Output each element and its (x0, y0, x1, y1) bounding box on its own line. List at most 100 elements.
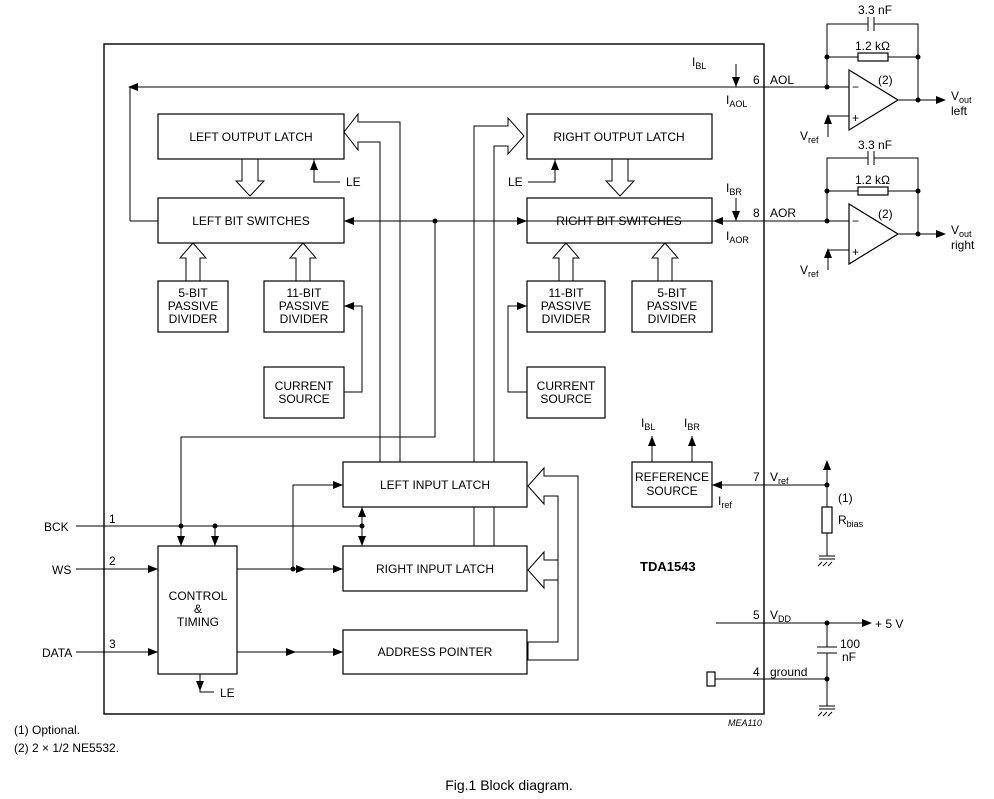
svg-text:PASSIVE: PASSIVE (168, 299, 218, 313)
vout-left-label: Vout (951, 89, 972, 105)
ref-ibl-label: IBL (641, 416, 655, 432)
svg-text:(2): (2) (878, 73, 893, 87)
svg-text:5-BIT: 5-BIT (178, 286, 208, 300)
drawing-code: MEA110 (728, 718, 762, 728)
svg-text:+: + (852, 245, 859, 259)
pin-aor-name: AOR (770, 206, 796, 220)
fat-arrow-left-11bit (288, 242, 318, 282)
svg-text:PASSIVE: PASSIVE (279, 299, 329, 313)
vout-right-label: Vout (951, 223, 972, 239)
pin-ws-number: 2 (109, 554, 116, 568)
pin-data-name: DATA (42, 646, 72, 660)
reference-source: REFERENCE SOURCE (631, 461, 713, 508)
fat-arrow-left-5bit (178, 242, 208, 282)
arrow-aor (713, 217, 723, 225)
iref-label: Iref (718, 494, 732, 510)
cap-100-label-a: 100 (840, 637, 860, 651)
pin-data-number: 3 (109, 637, 116, 651)
fat-arrow-right-latch-switch (604, 158, 636, 197)
svg-text:−: − (852, 214, 859, 228)
chip-name: TDA1543 (640, 559, 696, 574)
wire-le-left (313, 159, 340, 183)
rbias-note: (1) (838, 491, 853, 505)
svg-text:CONTROL: CONTROL (169, 589, 228, 603)
right-input-latch: RIGHT INPUT LATCH (342, 545, 528, 592)
cap-100-label-b: nF (842, 650, 856, 664)
svg-text:DIVIDER: DIVIDER (648, 312, 697, 326)
right-current-source: CURRENT SOURCE (526, 366, 606, 419)
svg-text:SOURCE: SOURCE (278, 392, 329, 406)
svg-text:CURRENT: CURRENT (275, 379, 334, 393)
ground-symbol-rbias (817, 555, 835, 567)
svg-text:RIGHT OUTPUT LATCH: RIGHT OUTPUT LATCH (553, 130, 684, 144)
ibr-label: IBR (726, 181, 742, 197)
svg-text:DIVIDER: DIVIDER (280, 312, 329, 326)
le-label-right: LE (508, 175, 523, 189)
res-right-label: 1.2 kΩ (855, 173, 890, 187)
figure-caption: Fig.1 Block diagram. (445, 777, 573, 793)
pin-aor-number: 8 (753, 206, 760, 220)
arrow-aol (128, 83, 138, 91)
ground-symbol-main (817, 705, 835, 717)
left-11bit-divider: 11-BIT PASSIVE DIVIDER (263, 280, 345, 333)
svg-text:SOURCE: SOURCE (540, 392, 591, 406)
left-output-latch: LEFT OUTPUT LATCH (157, 113, 345, 160)
rbias-label: Rbias (838, 513, 864, 529)
wire-le-control (199, 674, 214, 693)
opamp-right: − + (2) (848, 202, 900, 266)
ref-ibr-label: IBR (684, 416, 700, 432)
res-right (857, 186, 889, 196)
svg-text:LEFT OUTPUT LATCH: LEFT OUTPUT LATCH (189, 130, 312, 144)
bus-address-to-latches (527, 466, 579, 661)
pin-aol-number: 6 (753, 73, 760, 87)
bus-right-to-right-output (473, 116, 525, 547)
svg-text:DIVIDER: DIVIDER (169, 312, 218, 326)
svg-text:REFERENCE: REFERENCE (635, 470, 709, 484)
svg-text:SOURCE: SOURCE (646, 484, 697, 498)
vref-up-arrow (823, 460, 831, 470)
pin-ground-number: 4 (753, 665, 760, 679)
note-2: (2) 2 × 1/2 NE5532. (14, 741, 119, 755)
svg-text:CURRENT: CURRENT (537, 379, 596, 393)
le-label-control: LE (220, 686, 235, 700)
svg-text:PASSIVE: PASSIVE (541, 299, 591, 313)
wire-le-right (528, 159, 556, 183)
svg-text:LEFT BIT SWITCHES: LEFT BIT SWITCHES (192, 214, 310, 228)
right-11bit-divider: 11-BIT PASSIVE DIVIDER (526, 280, 606, 333)
pin-ws-name: WS (52, 563, 71, 577)
chip-outline (103, 43, 765, 715)
le-label-left: LE (346, 175, 361, 189)
iaol-label: IAOL (726, 93, 747, 109)
svg-text:11-BIT: 11-BIT (548, 286, 584, 300)
left-input-latch: LEFT INPUT LATCH (342, 461, 528, 508)
pin-vref-number: 7 (753, 470, 760, 484)
pin-bck-number: 1 (109, 512, 116, 526)
control-timing: CONTROL & TIMING (157, 545, 238, 675)
right-output-latch: RIGHT OUTPUT LATCH (526, 113, 713, 160)
pin-ground-name: ground (770, 665, 807, 679)
bus-left-to-left-output (343, 112, 401, 463)
pin-vdd-name: VDD (770, 608, 792, 624)
opamp-left: − + (2) (848, 68, 900, 132)
rbias-resistor (821, 506, 833, 534)
svg-text:(2): (2) (878, 207, 893, 221)
svg-text:11-BIT: 11-BIT (286, 286, 322, 300)
vref-left-label: Vref (800, 129, 819, 145)
left-current-source: CURRENT SOURCE (263, 366, 345, 419)
svg-text:LEFT INPUT LATCH: LEFT INPUT LATCH (380, 478, 490, 492)
fat-arrow-left-latch-switch (234, 158, 266, 197)
right-5bit-divider: 5-BIT PASSIVE DIVIDER (631, 280, 713, 333)
bus-address-to-right-latch (527, 550, 559, 590)
svg-text:TIMING: TIMING (177, 615, 219, 629)
res-left (857, 52, 889, 62)
ibl-label: IBL (692, 55, 706, 71)
wire-cs-right (507, 305, 527, 393)
iaor-label: IAOR (726, 229, 749, 245)
pin-vdd-number: 5 (753, 608, 760, 622)
svg-text:&: & (194, 602, 202, 616)
address-pointer: ADDRESS POINTER (342, 629, 528, 675)
pin-vref-name: Vref (770, 470, 789, 486)
wire-ctrl-left-latch (292, 484, 343, 569)
left-5bit-divider: 5-BIT PASSIVE DIVIDER (157, 280, 229, 333)
